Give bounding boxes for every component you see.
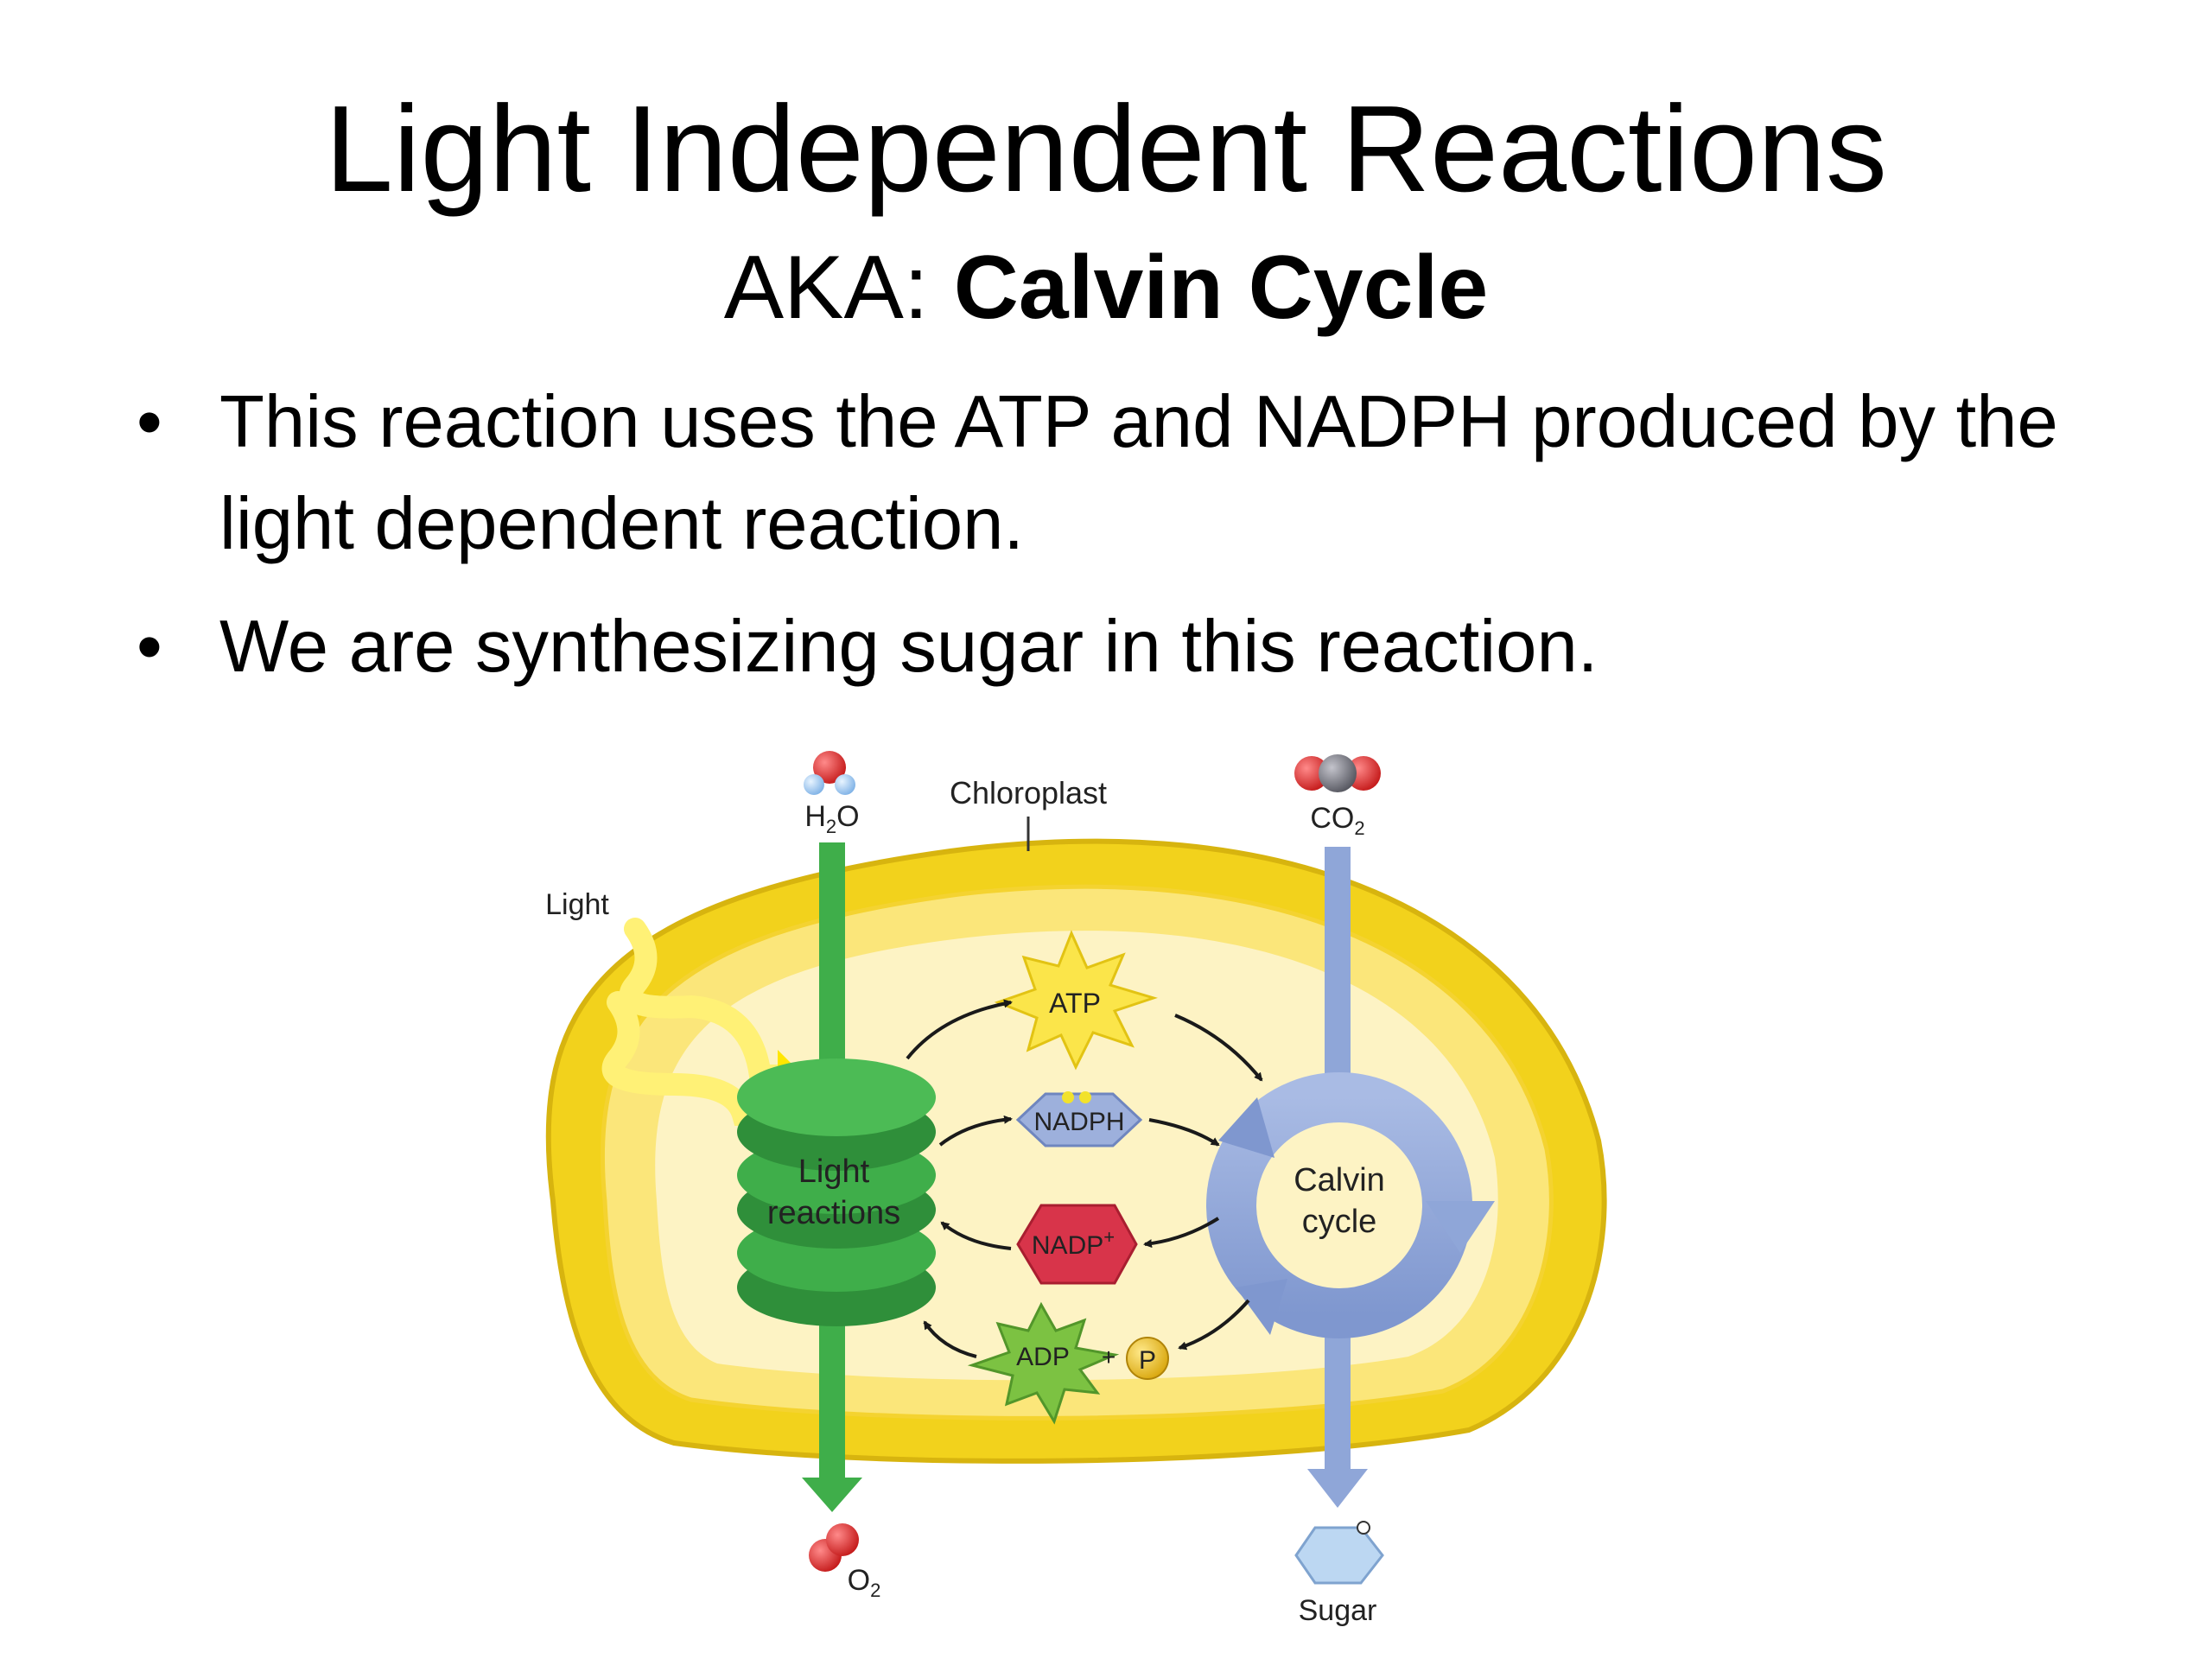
co2-oxygen-atom xyxy=(1346,756,1381,791)
subtitle-prefix: AKA: xyxy=(723,238,929,338)
calvin-label-1: Calvin xyxy=(1294,1162,1385,1198)
plus-label: + xyxy=(1102,1344,1116,1370)
slide-subtitle: AKA: Calvin Cycle xyxy=(0,232,2212,344)
calvin-cycle-arrowhead xyxy=(1218,1097,1274,1158)
light-reactions-label-2: reactions xyxy=(767,1195,900,1231)
sugar-label: Sugar xyxy=(1299,1594,1377,1627)
co2-carbon-atom xyxy=(1319,754,1357,792)
oxygen-arrowhead xyxy=(802,1478,862,1512)
arrow-nadp-to-light xyxy=(940,1221,1012,1250)
subtitle-bold: Calvin Cycle xyxy=(953,238,1489,338)
o2-atom xyxy=(826,1523,859,1556)
arrow-nadph-to-calvin xyxy=(1148,1118,1220,1147)
arrow-calvin-to-nadp xyxy=(1143,1217,1220,1249)
bullet-dot: • xyxy=(137,606,162,688)
bullet-list: • This reaction uses the ATP and NADPH pr… xyxy=(130,372,2117,719)
arrow-adp-to-light xyxy=(923,1320,977,1358)
bullet-item: • We are synthesizing sugar in this react… xyxy=(130,596,2117,698)
arrow-to-nadph xyxy=(938,1115,1013,1147)
bullet-dot: • xyxy=(137,381,162,463)
sugar-arrowhead xyxy=(1307,1469,1368,1508)
phosphate-label: P xyxy=(1139,1346,1156,1375)
nadp-label: NADP+ xyxy=(1032,1226,1115,1260)
arrow-to-atp xyxy=(906,999,1013,1060)
light-reactions-label-1: Light xyxy=(798,1154,870,1190)
light-label: Light xyxy=(545,888,609,921)
calvin-label-2: cycle xyxy=(1302,1204,1377,1240)
arrow-atp-to-calvin xyxy=(1174,1014,1263,1082)
electron-dot xyxy=(1062,1091,1074,1103)
co2-label: CO2 xyxy=(1310,802,1364,839)
light-ray-icon xyxy=(601,991,772,1126)
nadp-hexagon-icon xyxy=(1016,1204,1138,1285)
bullet-text: This reaction uses the ATP and NADPH pro… xyxy=(219,381,2058,565)
sugar-ring-oxygen xyxy=(1357,1521,1370,1535)
nadph-hexagon-icon xyxy=(1015,1092,1143,1147)
thylakoid-stack xyxy=(737,1058,936,1326)
arrow-calvin-to-adp xyxy=(1178,1299,1250,1351)
water-oxygen-atom xyxy=(813,751,846,784)
co2-oxygen-atom xyxy=(1294,756,1329,791)
electron-dot xyxy=(1079,1091,1091,1103)
chloroplast-label: Chloroplast xyxy=(950,775,1107,810)
oxygen-label: O2 xyxy=(848,1564,881,1601)
water-label: H2O xyxy=(804,800,859,837)
calvin-cycle-arrowhead xyxy=(1236,1279,1287,1335)
calvin-cycle-arrowhead xyxy=(1426,1201,1495,1253)
light-ray-icon xyxy=(619,918,793,1087)
atp-starburst-icon xyxy=(994,930,1158,1071)
nadph-label: NADPH xyxy=(1033,1108,1124,1136)
sugar-hexagon-icon xyxy=(1294,1526,1384,1585)
adp-starburst-icon xyxy=(967,1301,1120,1425)
slide-title: Light Independent Reactions xyxy=(325,80,1887,218)
water-hydrogen-atom xyxy=(835,774,855,795)
bullet-item: • This reaction uses the ATP and NADPH pr… xyxy=(130,372,2117,575)
atp-label: ATP xyxy=(1049,988,1101,1019)
bullet-text: We are synthesizing sugar in this reacti… xyxy=(219,606,1599,688)
water-hydrogen-atom xyxy=(804,774,824,795)
adp-label: ADP xyxy=(1016,1343,1070,1371)
phosphate-icon xyxy=(1126,1337,1169,1380)
